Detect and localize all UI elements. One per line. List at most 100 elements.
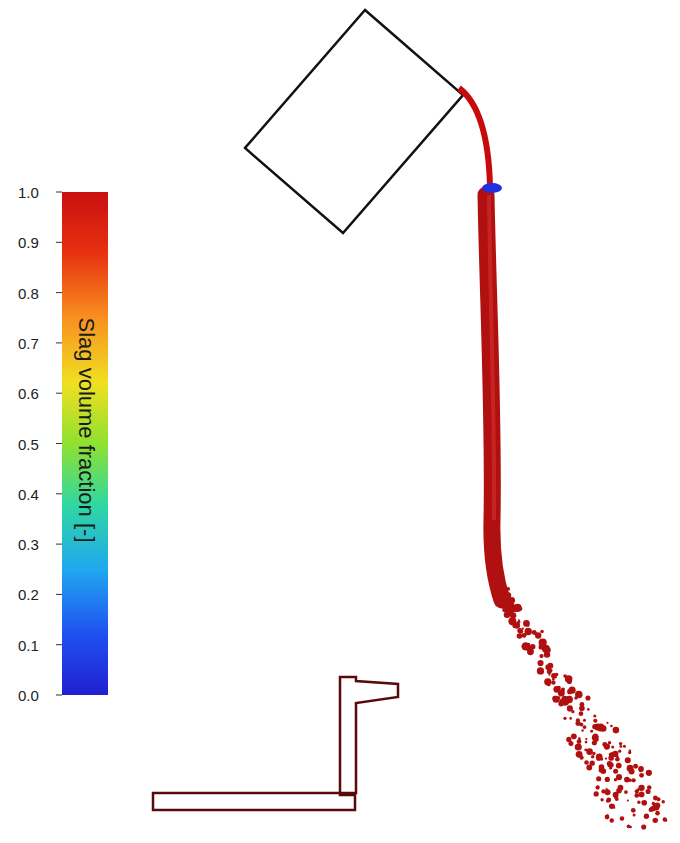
droplet	[597, 736, 599, 738]
droplet	[596, 753, 603, 760]
droplet	[558, 696, 560, 698]
tick-mark	[56, 342, 62, 343]
droplet	[644, 815, 648, 819]
droplet	[567, 696, 572, 701]
droplet	[510, 612, 516, 618]
droplet	[613, 727, 620, 734]
droplet	[496, 590, 505, 599]
droplet	[526, 645, 532, 651]
droplet	[584, 760, 589, 765]
droplet	[496, 580, 501, 585]
droplet	[525, 628, 532, 635]
droplet	[539, 654, 543, 658]
droplet	[502, 604, 510, 612]
droplet	[587, 708, 590, 711]
droplet	[663, 817, 667, 821]
droplet	[639, 792, 645, 798]
droplet	[599, 764, 605, 770]
droplet	[593, 719, 597, 723]
droplet	[664, 819, 667, 822]
droplet	[612, 751, 618, 757]
droplet	[652, 802, 656, 806]
droplet	[537, 667, 544, 674]
droplet	[633, 813, 636, 816]
droplet	[610, 725, 613, 728]
tundish-outline	[153, 677, 398, 810]
droplet	[585, 741, 588, 744]
droplet	[641, 800, 647, 806]
ladle-outline	[245, 10, 463, 233]
droplet	[641, 824, 646, 829]
droplet	[616, 763, 622, 769]
droplet	[606, 722, 608, 724]
droplet	[605, 757, 607, 759]
tick-mark	[56, 443, 62, 444]
droplet	[605, 788, 607, 790]
droplet	[545, 647, 550, 652]
tick-mark	[56, 393, 62, 394]
droplet	[592, 735, 598, 741]
droplet	[600, 798, 603, 801]
droplet	[569, 717, 572, 720]
droplet	[579, 711, 584, 716]
droplet	[583, 725, 587, 729]
droplet	[563, 717, 566, 720]
droplet	[644, 814, 649, 819]
droplet	[514, 604, 522, 612]
droplet	[584, 749, 587, 752]
droplet	[627, 765, 634, 772]
tick-mark	[56, 544, 62, 545]
pouring-stream	[459, 88, 490, 186]
droplet	[576, 718, 580, 722]
droplet	[618, 750, 621, 753]
stream-tip	[482, 183, 502, 193]
droplet	[647, 785, 651, 789]
droplet	[504, 611, 511, 618]
droplet	[594, 791, 599, 796]
droplet	[627, 799, 629, 801]
droplet	[628, 779, 632, 783]
tick-label: 0.8	[18, 285, 39, 300]
droplet	[547, 683, 550, 686]
droplet	[551, 673, 557, 679]
droplet	[551, 680, 555, 684]
droplet	[627, 824, 631, 828]
droplet	[567, 705, 573, 711]
colorbar-ticks	[56, 192, 62, 695]
droplet	[592, 741, 597, 746]
droplet	[567, 679, 572, 684]
droplet	[586, 765, 592, 771]
droplet	[576, 751, 583, 758]
droplet	[579, 705, 585, 711]
droplet	[586, 748, 593, 755]
droplet	[635, 789, 639, 793]
droplet	[592, 752, 596, 756]
droplet	[653, 818, 658, 823]
droplet	[544, 678, 551, 685]
droplet	[614, 795, 618, 799]
droplet	[557, 686, 561, 690]
droplet	[634, 793, 639, 798]
droplet	[646, 789, 651, 794]
droplet	[609, 804, 615, 810]
droplet	[527, 624, 529, 626]
droplet	[650, 806, 656, 812]
droplet	[532, 630, 537, 635]
droplet	[524, 643, 527, 646]
tick-mark	[56, 242, 62, 243]
droplet	[597, 724, 604, 731]
droplet	[518, 619, 520, 621]
droplet	[508, 617, 516, 625]
droplet	[618, 785, 624, 791]
droplet	[552, 696, 557, 701]
droplet	[516, 621, 519, 624]
tick-mark	[56, 292, 62, 293]
tick-label: 0.0	[18, 688, 39, 703]
droplet	[561, 688, 565, 692]
tick-mark	[56, 695, 62, 696]
column-highlight	[489, 195, 494, 520]
droplet	[541, 672, 544, 675]
droplet	[655, 811, 660, 816]
droplet	[620, 816, 625, 821]
